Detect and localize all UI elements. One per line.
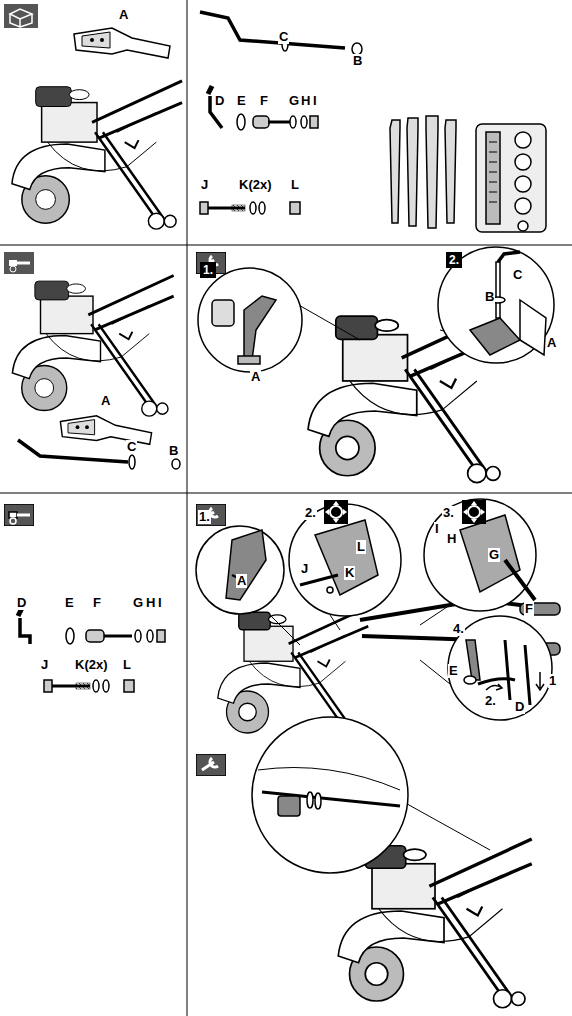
part-letter: A bbox=[236, 574, 247, 588]
part-letter: L bbox=[356, 540, 366, 554]
step-number: 1. bbox=[200, 262, 216, 278]
part-letter: K(2x) bbox=[238, 178, 273, 192]
part-letter: F bbox=[259, 94, 269, 108]
part-letter: J bbox=[300, 562, 309, 576]
part-letter: C bbox=[126, 440, 137, 454]
part-letter: E bbox=[64, 596, 75, 610]
part-letter: D bbox=[16, 596, 27, 610]
part-letter: A bbox=[100, 394, 111, 408]
part-letter: A bbox=[546, 336, 557, 350]
step-number: 2. bbox=[484, 694, 497, 708]
part-letter: K bbox=[344, 566, 355, 580]
part-letter: H bbox=[145, 596, 156, 610]
part-letter: B bbox=[484, 290, 495, 304]
part-letter: I bbox=[157, 596, 163, 610]
part-letter: D bbox=[214, 94, 225, 108]
part-letter: L bbox=[290, 178, 300, 192]
step-number: 4. bbox=[452, 622, 465, 636]
part-letter: C bbox=[278, 30, 289, 44]
part-letter: B bbox=[168, 444, 179, 458]
part-letter: I bbox=[312, 94, 318, 108]
part-letter: E bbox=[236, 94, 247, 108]
step-number: 2. bbox=[304, 506, 317, 520]
part-letter: J bbox=[40, 658, 49, 672]
part-letter: G bbox=[488, 548, 500, 562]
part-letter: K(2x) bbox=[74, 658, 109, 672]
part-letter: 1 bbox=[548, 674, 557, 688]
part-letter: E bbox=[448, 664, 459, 678]
part-letter: C bbox=[512, 268, 523, 282]
part-letter: F bbox=[92, 596, 102, 610]
part-letter: L bbox=[122, 658, 132, 672]
part-letter: H bbox=[446, 532, 457, 546]
part-letter: I bbox=[434, 522, 440, 536]
part-letter: J bbox=[200, 178, 209, 192]
part-letter: G bbox=[288, 94, 300, 108]
part-letter: D bbox=[514, 700, 525, 714]
part-letter: A bbox=[118, 8, 129, 22]
part-letter: H bbox=[300, 94, 311, 108]
part-letter: F bbox=[524, 602, 534, 616]
step-number: 2. bbox=[446, 252, 462, 268]
step-number: 3. bbox=[442, 506, 455, 520]
part-letter: B bbox=[352, 54, 363, 68]
step-number: 1. bbox=[198, 510, 211, 524]
part-letter: G bbox=[132, 596, 144, 610]
part-letter: A bbox=[250, 370, 261, 384]
